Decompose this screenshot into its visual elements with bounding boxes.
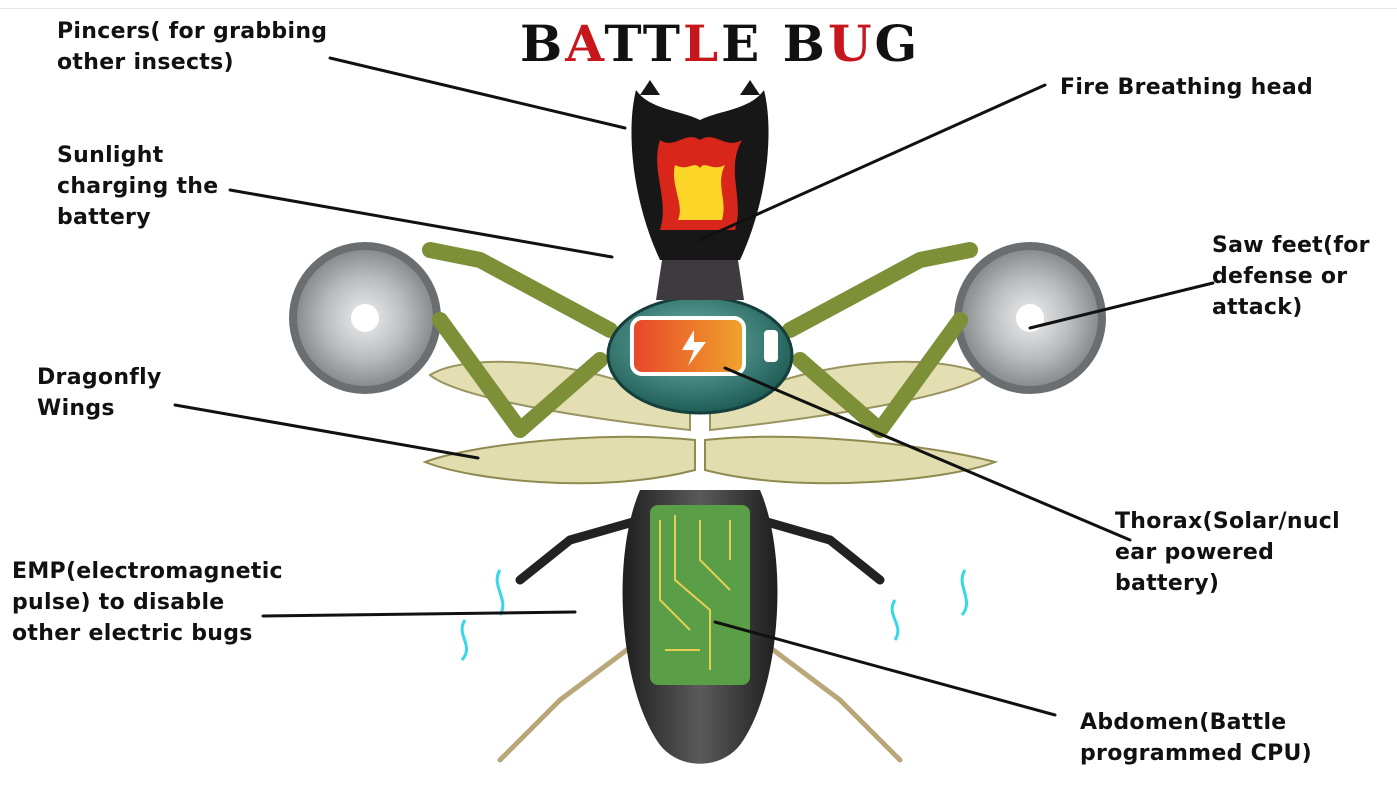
title-part: B bbox=[520, 14, 565, 73]
callout-line-sunlight bbox=[230, 190, 612, 257]
label-abdomen: Abdomen(Battle programmed CPU) bbox=[1080, 707, 1312, 769]
label-saw-feet: Saw feet(for defense or attack) bbox=[1212, 230, 1370, 323]
label-fire-head: Fire Breathing head bbox=[1060, 72, 1313, 103]
label-sunlight: Sunlight charging the battery bbox=[57, 140, 218, 233]
title-part: B bbox=[783, 14, 828, 73]
saw-blade-left bbox=[289, 242, 441, 394]
head bbox=[631, 80, 768, 260]
pincer-right bbox=[740, 80, 760, 95]
dragonfly-wings bbox=[425, 437, 995, 483]
callout-line-dragonfly bbox=[175, 405, 478, 458]
title-part: TT bbox=[604, 14, 683, 73]
title-part: U bbox=[828, 14, 875, 73]
callout-line-emp bbox=[263, 612, 575, 616]
title-part: L bbox=[683, 14, 721, 73]
label-thorax: Thorax(Solar/nucl ear powered battery) bbox=[1115, 506, 1340, 599]
title-part: E bbox=[721, 14, 762, 73]
label-emp: EMP(electromagnetic pulse) to disable ot… bbox=[12, 556, 283, 649]
title-part: G bbox=[875, 14, 921, 73]
thorax bbox=[608, 297, 792, 413]
pincer-left bbox=[640, 80, 660, 95]
neck bbox=[656, 260, 744, 300]
saw-blade-right bbox=[954, 242, 1106, 394]
title: BATTLE BUG bbox=[520, 14, 920, 73]
label-dragonfly: Dragonfly Wings bbox=[37, 362, 162, 424]
abdomen bbox=[623, 490, 778, 764]
label-pincers: Pincers( for grabbing other insects) bbox=[57, 16, 327, 78]
title-part: A bbox=[565, 14, 604, 73]
title-part bbox=[762, 14, 782, 73]
